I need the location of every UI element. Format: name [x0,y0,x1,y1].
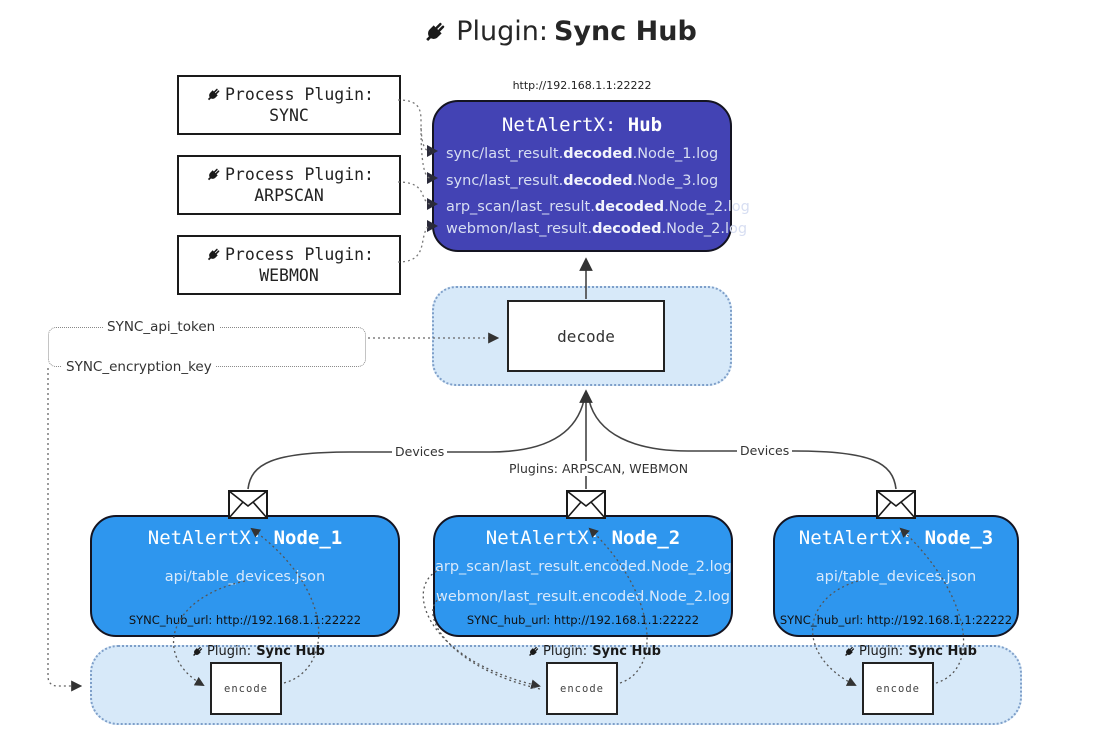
title-name: Sync Hub [553,16,697,47]
hub-log-line: arp_scan/last_result.decoded.Node_2.log [446,199,750,215]
process-plugin-sync: Process Plugin: SYNC [177,75,401,135]
plug-icon [423,20,447,44]
process-plugin-label: Process Plugin: [224,245,374,264]
plug-icon [205,247,221,263]
node-data-line: api/table_devices.json [164,569,326,585]
hub-name: Hub [627,114,663,136]
arpscan-to-hub-line [397,181,431,205]
plug-icon [527,645,540,658]
plug-icon [205,167,221,183]
title-prefix: Plugin: [456,16,548,47]
process-plugin-name: SYNC [269,106,309,125]
process-plugin-name: WEBMON [259,266,319,285]
hub-title: NetAlertX: Hub [434,114,730,136]
sync-to-hub-line1 [397,99,431,152]
encoder-plugin-label: Plugin:Sync Hub [526,644,661,659]
webmon-to-hub-line [397,225,431,263]
plug-icon [205,87,221,103]
devices-label-left: Devices [392,444,448,459]
secrets-to-encoders-arrow [47,368,83,692]
plug-icon [843,645,856,658]
node-title: NetAlertX: Node_2 [485,527,681,549]
node-data-line: api/table_devices.json [815,569,977,585]
encoder-plugin-label: Plugin:Sync Hub [190,644,325,659]
process-plugin-webmon: Process Plugin: WEBMON [177,235,401,295]
encode-box: encode [210,662,282,715]
hub-log-line: sync/last_result.decoded.Node_3.log [446,173,719,189]
hub-url: http://192.168.1.1:22222 [512,79,652,92]
process-plugin-label: Process Plugin: [224,85,374,104]
node-3-box: NetAlertX: Node_3 api/table_devices.json… [773,515,1019,637]
encoder-plugin-label: Plugin:Sync Hub [842,644,977,659]
node-title: NetAlertX: Node_1 [147,527,343,549]
envelope-icon [566,490,606,519]
node-hub-url: SYNC_hub_url: http://192.168.1.1:22222 [466,613,700,627]
sync-to-hub-line2 [420,127,431,179]
hub-box: NetAlertX: Hub sync/last_result.decoded.… [432,100,750,252]
hub-log-line: webmon/last_result.decoded.Node_2.log [446,221,748,237]
node-data-line: webmon/last_result.encoded.Node_2.log [435,589,730,605]
envelope-icon [228,490,268,519]
node-title: NetAlertX: Node_3 [798,527,994,549]
sync-api-token-label: SYNC_api_token [103,319,220,335]
node-hub-url: SYNC_hub_url: http://192.168.1.1:22222 [128,613,362,627]
plugins-label: Plugins: ARPSCAN, WEBMON [506,461,692,476]
node-hub-url: SYNC_hub_url: http://192.168.1.1:22222 [779,613,1013,627]
sync-encryption-key-label: SYNC_encryption_key [62,359,216,375]
node-data-line: arp_scan/last_result.encoded.Node_2.log [435,559,732,575]
process-plugin-label: Process Plugin: [224,165,374,184]
process-plugin-name: ARPSCAN [254,186,324,205]
encode-box: encode [546,662,618,715]
page-title: Plugin: Sync Hub [0,16,1117,47]
plug-icon [191,645,204,658]
encode-box: encode [862,662,934,715]
node-1-box: NetAlertX: Node_1 api/table_devices.json… [90,515,400,637]
decode-box: decode [507,300,665,372]
devices-label-right: Devices [737,443,793,458]
hub-brand: NetAlertX: [501,114,617,136]
hub-log-line: sync/last_result.decoded.Node_1.log [446,146,719,162]
envelope-icon [876,490,916,519]
node-2-box: NetAlertX: Node_2 arp_scan/last_result.e… [433,515,733,637]
process-plugin-arpscan: Process Plugin: ARPSCAN [177,155,401,215]
